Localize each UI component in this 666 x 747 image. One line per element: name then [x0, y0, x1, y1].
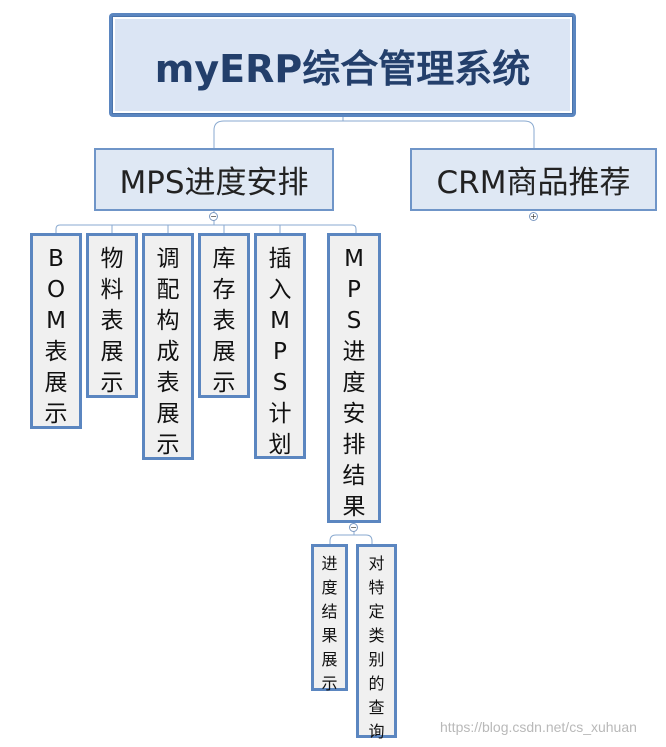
node-allocation-table[interactable]: 调配构成表展示	[142, 233, 194, 460]
node-label: 插入MPS计划	[268, 246, 292, 458]
root-title: myERP综合管理系统	[112, 16, 573, 114]
root-node[interactable]: myERP综合管理系统	[109, 13, 576, 117]
node-inventory-table[interactable]: 库存表展示	[198, 233, 250, 398]
node-label: 库存表展示	[212, 246, 236, 396]
collapse-mps-toggle-icon[interactable]: −	[209, 212, 218, 221]
node-insert-mps-plan[interactable]: 插入MPS计划	[254, 233, 306, 459]
watermark: https://blog.csdn.net/cs_xuhuan	[440, 719, 637, 735]
node-label: 物料表展示	[100, 246, 124, 396]
collapse-result-toggle-icon[interactable]: −	[349, 523, 358, 532]
expand-crm-toggle-icon[interactable]: +	[529, 212, 538, 221]
node-label: 进度结果展示	[321, 554, 338, 693]
node-material-table[interactable]: 物料表展示	[86, 233, 138, 398]
node-label: BOM表展示	[44, 246, 68, 427]
node-mps-schedule[interactable]: MPS进度安排	[94, 148, 334, 211]
node-category-query[interactable]: 对特定类别的查询	[356, 544, 397, 741]
node-mps-result[interactable]: MPS进度安排结果	[327, 233, 381, 523]
node-label: 对特定类别的查询	[368, 554, 385, 741]
node-progress-result[interactable]: 进度结果展示	[311, 544, 348, 693]
node-bom-table[interactable]: BOM表展示	[30, 233, 82, 429]
node-label: MPS进度安排结果	[342, 246, 366, 520]
node-crm-recommend[interactable]: CRM商品推荐	[410, 148, 657, 211]
node-label: 调配构成表展示	[156, 246, 180, 458]
